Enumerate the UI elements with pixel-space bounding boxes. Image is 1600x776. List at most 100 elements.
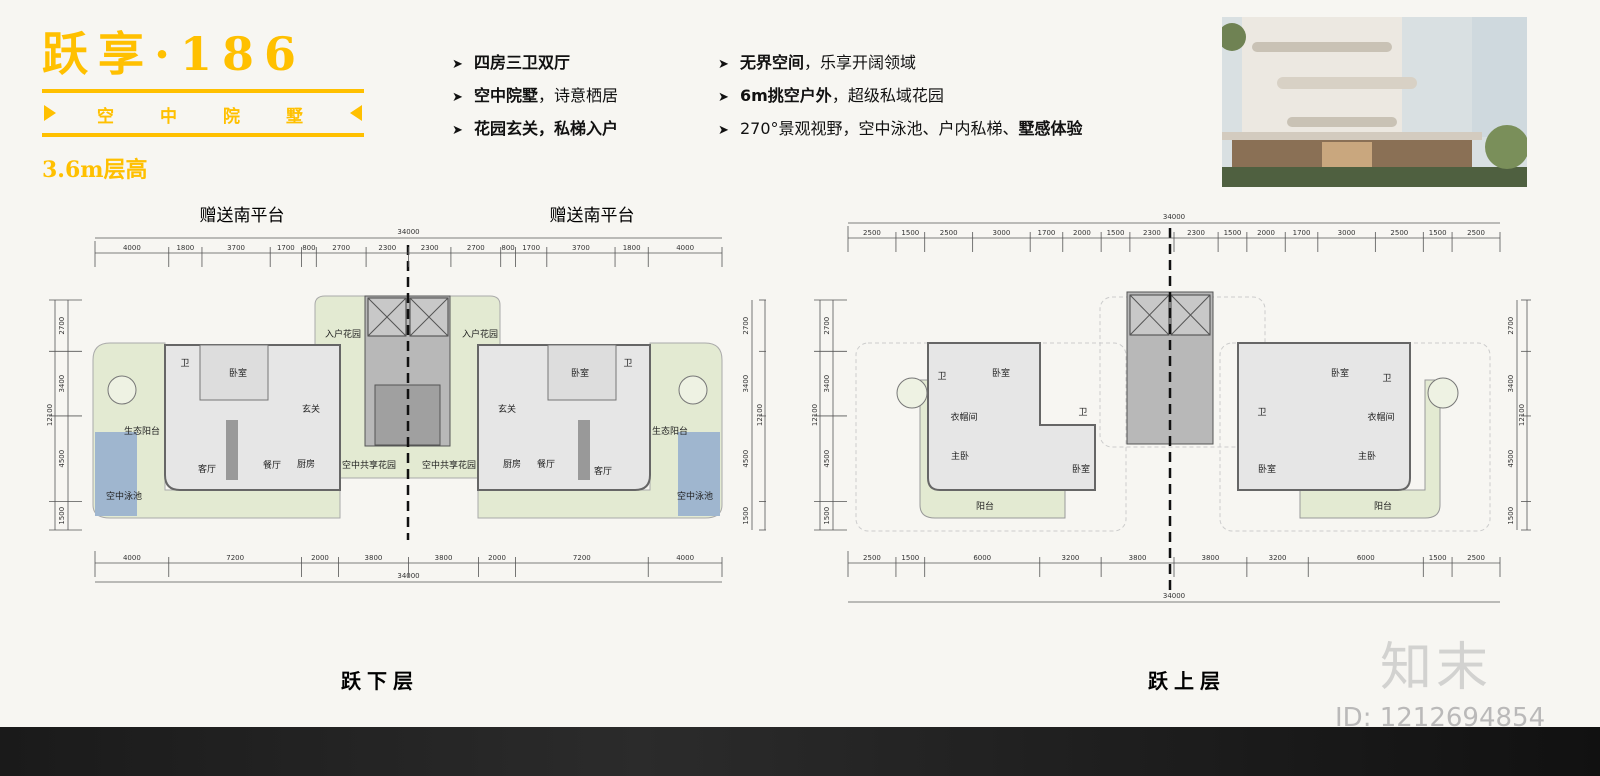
room-labels: 卫 卧室 玄关 客厅 餐厅 厨房 生态阳台 空中泳池 入户花园 空中共享花园 卫… [106, 328, 1395, 512]
title-rule-bottom [42, 133, 364, 137]
dimension-total: 12100 [756, 404, 764, 426]
dimension-value: 2000 [1073, 229, 1091, 237]
room-label: 空中泳池 [106, 490, 142, 502]
dimension-value: 4000 [676, 244, 694, 252]
dimension-value: 2300 [421, 244, 439, 252]
dimension-value: 6000 [973, 554, 991, 562]
dimension-value: 7200 [226, 554, 244, 562]
dimension-value: 800 [302, 244, 315, 252]
west-bedroom [199, 344, 269, 401]
room-label: 卧室 [571, 367, 589, 379]
arrow-bullet-icon: ➤ [452, 123, 463, 138]
room-label: 卧室 [992, 367, 1010, 379]
elevator-x-icon [1129, 294, 1211, 336]
feature-bold: 花园玄关，私梯入户 [474, 119, 619, 138]
dimension-value: 3700 [572, 244, 590, 252]
room-label: 卫 [1078, 408, 1087, 418]
room-label: 餐厅 [263, 459, 281, 471]
feature-text: ，诗意栖居 [538, 86, 619, 105]
feature-item: ➤ 花园玄关，私梯入户 [452, 118, 618, 151]
dimension-value: 4000 [123, 554, 141, 562]
dimension-value: 4000 [676, 554, 694, 562]
dimension-total: 34000 [397, 228, 419, 236]
dimension-value: 2300 [1187, 229, 1205, 237]
feature-list-2: ➤无界空间，乐享开阔领域 ➤6m挑空户外，超级私域花园 ➤270°景观视野，空中… [718, 52, 1083, 151]
dimension-value: 2500 [1467, 554, 1485, 562]
dimension-value: 3400 [58, 375, 66, 393]
room-label: 阳台 [976, 500, 994, 512]
room-label: 卧室 [1331, 367, 1349, 379]
feature-item: ➤ 四房三卫双厅 [452, 52, 618, 85]
feature-bold: 空中院墅 [474, 86, 539, 105]
dimension-value: 2500 [940, 229, 958, 237]
dimension-total: 12100 [1518, 404, 1526, 426]
dimension-value: 4500 [823, 450, 831, 468]
room-label: 衣帽间 [1367, 411, 1394, 423]
dimension-value: 3000 [1338, 229, 1356, 237]
dimension-value: 1500 [901, 229, 919, 237]
room-label: 空中共享花园 [342, 459, 396, 471]
building-illustration [1222, 17, 1527, 187]
dimension-value: 1800 [176, 244, 194, 252]
dimension-value: 3800 [365, 554, 383, 562]
arrow-bullet-icon: ➤ [452, 90, 463, 105]
dimension-value: 1500 [1107, 229, 1125, 237]
feature-text: 270°景观视野，空中泳池、户内私梯、 [740, 119, 1019, 138]
room-label: 客厅 [198, 463, 216, 475]
room-label: 玄关 [498, 403, 516, 415]
east-kitchen-island [578, 420, 590, 480]
dimension-value: 1500 [1507, 507, 1515, 525]
lower-floor-plan [92, 245, 723, 540]
dimension-lines: 34000 4000 1800 3700 1700 800 2700 2300 2300 2700… [46, 213, 1531, 603]
dimension-value: 2700 [1507, 317, 1515, 335]
dimension-value: 2000 [1257, 229, 1275, 237]
watermark-logo: 知末 [1380, 638, 1493, 698]
dimension-value: 1700 [277, 244, 295, 252]
room-label: 卫 [180, 359, 189, 369]
dimension-value: 2500 [863, 229, 881, 237]
dimension-total: 12100 [46, 404, 54, 426]
spiral-stair-west-upper-icon [896, 377, 928, 409]
room-label: 卧室 [1072, 463, 1090, 475]
building-rendering-image [1222, 17, 1527, 187]
dimension-value: 3400 [823, 375, 831, 393]
room-label: 入户花园 [462, 328, 498, 340]
dimension-value: 2700 [58, 317, 66, 335]
dimension-value: 6000 [1357, 554, 1375, 562]
arrow-bullet-icon: ➤ [452, 57, 463, 72]
feature-bold: 墅感体验 [1018, 119, 1083, 138]
dimension-value: 4500 [58, 450, 66, 468]
dimension-value: 1700 [522, 244, 540, 252]
dimension-value: 3800 [1129, 554, 1147, 562]
dimension-total: 34000 [1163, 213, 1185, 221]
pool-west [95, 432, 137, 516]
feature-text: ，超级私域花园 [831, 86, 944, 105]
dimension-value: 2700 [467, 244, 485, 252]
room-label: 空中泳池 [677, 490, 713, 502]
spiral-stair-east-icon [678, 375, 708, 405]
room-label: 卫 [1382, 374, 1391, 384]
dimension-value: 3400 [1507, 375, 1515, 393]
triangle-left-icon [350, 105, 362, 121]
room-label: 卫 [1257, 408, 1266, 418]
dimension-value: 3800 [435, 554, 453, 562]
dimension-value: 2300 [1143, 229, 1161, 237]
feature-bold: 四房三卫双厅 [474, 53, 571, 72]
dimension-value: 3700 [227, 244, 245, 252]
title-rule-top [42, 89, 364, 93]
dimension-value: 800 [501, 244, 514, 252]
upper-floor-plan [855, 228, 1491, 590]
spiral-stair-west-icon [107, 375, 137, 405]
dimension-value: 2000 [488, 554, 506, 562]
arrow-bullet-icon: ➤ [718, 123, 729, 138]
feature-item: ➤ 空中院墅，诗意栖居 [452, 85, 618, 118]
room-label: 卫 [623, 359, 632, 369]
feature-bold: 6m挑空户外 [740, 86, 832, 105]
east-bedroom [547, 344, 617, 401]
subtitle-banner: 空中院墅 [42, 100, 364, 127]
dimension-value: 1500 [1429, 229, 1447, 237]
room-label: 衣帽间 [950, 411, 977, 423]
room-label: 卧室 [229, 367, 247, 379]
room-label: 客厅 [594, 465, 612, 477]
